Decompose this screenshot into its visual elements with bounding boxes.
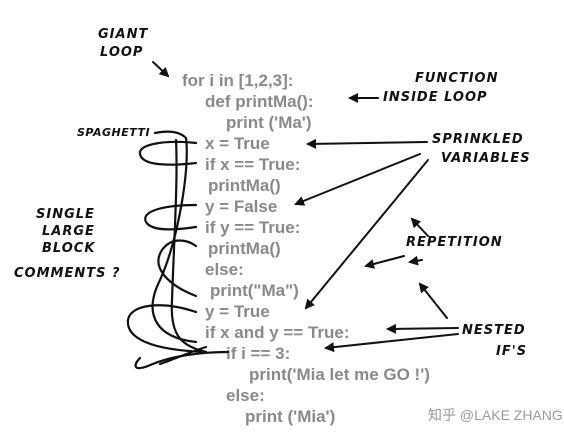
code-line-1: for i in [1,2,3]:	[182, 71, 294, 90]
arrow-nested-1	[386, 323, 459, 334]
code-line-15: print('Mia let me GO !')	[249, 365, 430, 384]
label-block: BLOCK	[42, 241, 96, 256]
code-line-6: printMa()	[208, 176, 281, 195]
code-line-7: y = False	[205, 197, 278, 216]
label-single: SINGLE	[36, 207, 95, 222]
watermark: 知乎 @LAKE ZHANG	[428, 407, 563, 423]
code-line-8: if y == True:	[205, 218, 301, 237]
label-large: LARGE	[42, 224, 95, 239]
arrow-repetition-up	[410, 217, 429, 237]
code-line-16: else:	[226, 386, 265, 405]
code-line-12: y = True	[205, 302, 270, 321]
arrow-nested-2	[324, 333, 459, 353]
arrow-repetition-left	[364, 255, 405, 269]
label-inside-loop: INSIDE LOOP	[383, 90, 488, 105]
label-spaghetti: SPAGHETTI	[77, 126, 151, 139]
code-line-10: else:	[205, 260, 244, 279]
label-ifs: IF'S	[496, 344, 528, 359]
arrow-sprinkled-x	[306, 138, 428, 149]
code-line-5: if x == True:	[205, 155, 301, 174]
label-function: FUNCTION	[415, 71, 499, 86]
code-line-2: def printMa():	[205, 92, 314, 111]
code-line-17: print ('Mia')	[245, 407, 336, 426]
code-line-4: x = True	[205, 134, 270, 153]
arrow-repetition-down	[408, 255, 423, 266]
label-loop: LOOP	[100, 45, 144, 60]
arrow-repetition-nested	[418, 282, 448, 319]
arrow-sprinkled-y	[294, 153, 421, 206]
arrow-sprinkled-y2	[304, 159, 429, 310]
label-repetition: REPETITION	[406, 235, 503, 250]
label-giant: GIANT	[98, 27, 149, 42]
label-comments: COMMENTS ?	[14, 266, 121, 281]
code-line-14: if i == 3:	[226, 344, 291, 363]
label-nested: NESTED	[462, 323, 526, 338]
label-sprinkled: SPRINKLED	[432, 132, 524, 147]
code-line-11: print("Ma")	[210, 281, 299, 300]
code-line-9: printMa()	[208, 239, 281, 258]
spaghetti-strokes	[126, 130, 230, 370]
code-line-13: if x and y == True:	[205, 323, 350, 342]
arrow-giant-loop	[152, 61, 170, 78]
code-line-3: print ('Ma')	[226, 113, 312, 132]
label-variables: VARIABLES	[441, 151, 531, 166]
